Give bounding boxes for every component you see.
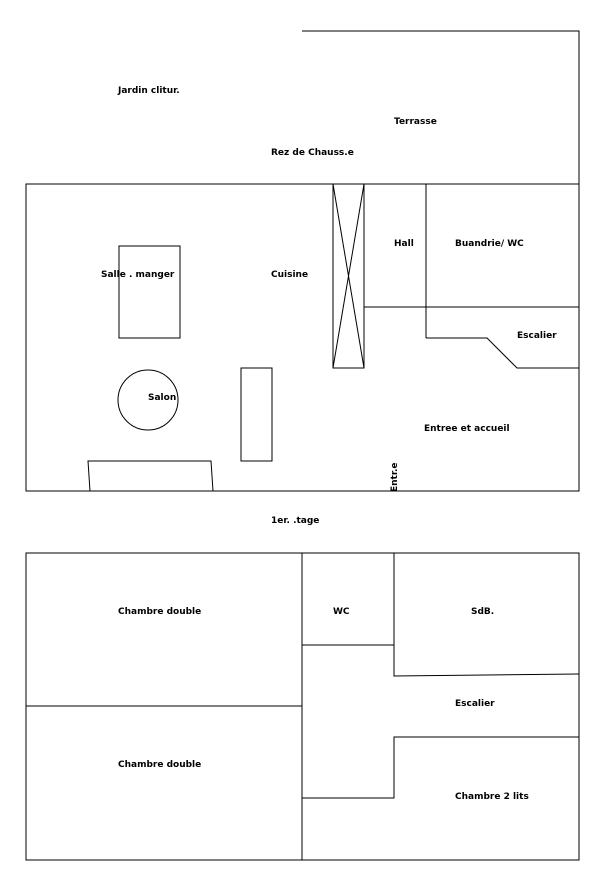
sofa <box>87 460 214 492</box>
label-bathroom: SdB. <box>471 607 494 617</box>
label-kitchen: Cuisine <box>271 270 308 280</box>
label-entrance-hall: Entree et accueil <box>424 424 510 434</box>
ground-floor-title: Rez de Chauss.e <box>271 148 354 158</box>
label-dining: Salle . manger <box>101 270 175 280</box>
ground-floor-outline <box>25 183 580 492</box>
kitchen-cabinet <box>332 183 365 369</box>
dining-table <box>118 245 181 339</box>
label-twin-room: Chambre 2 lits <box>455 792 529 802</box>
label-laundry: Buandrie/ WC <box>455 239 524 249</box>
kitchen-island <box>240 367 273 462</box>
first-floor-plan: Chambre double WC SdB. Escalier Chambre … <box>25 552 580 861</box>
label-stairs-first: Escalier <box>455 699 495 709</box>
label-terrace: Terrasse <box>394 117 437 127</box>
bathroom-wall <box>393 645 580 677</box>
stair-wall <box>426 337 579 369</box>
label-double-room-1: Chambre double <box>118 607 201 617</box>
label-wc: WC <box>333 607 350 617</box>
ground-floor-plan: Jardin clitur. Terrasse Rez de Chauss.e … <box>25 30 580 492</box>
label-double-room-2: Chambre double <box>118 760 201 770</box>
label-hall: Hall <box>394 239 414 249</box>
twin-room-wall <box>302 736 579 799</box>
salon-table <box>117 369 179 431</box>
label-stairs-ground: Escalier <box>517 331 557 341</box>
label-entrance: Entr.e <box>390 462 400 492</box>
label-garden: Jardin clitur. <box>117 86 180 96</box>
wc-wall <box>302 553 395 646</box>
cabinet-cross-2 <box>332 183 365 369</box>
terrace-outline <box>302 30 580 184</box>
first-floor-title: 1er. .tage <box>271 516 319 526</box>
label-salon: Salon <box>148 393 176 403</box>
